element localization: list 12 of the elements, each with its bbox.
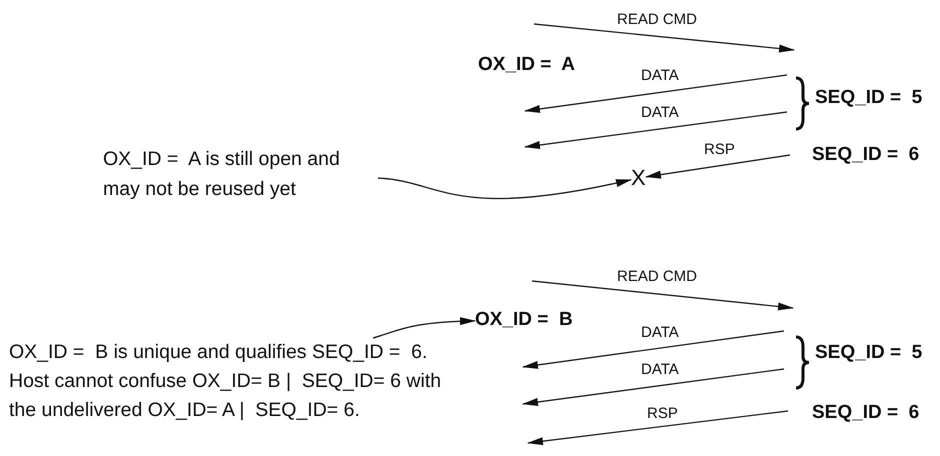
- arrow: [645, 154, 790, 179]
- cross-mark: X: [631, 165, 646, 191]
- sequence-id-label: SEQ_ID = 5: [815, 341, 922, 364]
- exchange-id-label: OX_ID = A: [478, 53, 575, 76]
- note-text: OX_ID = A is still open and may not be reused yet: [103, 144, 378, 204]
- sequence-id-label: SEQ_ID = 6: [812, 143, 920, 166]
- exchange-id-label: OX_ID = B: [475, 308, 573, 332]
- note-text: OX_ID = B is unique and qualifies SEQ_ID = 6. Host cannot confuse OX_ID= B | SEQ_ID= 6 with the undelivered OX_ID= A | SEQ_ID= 6.: [9, 338, 445, 425]
- sequence-id-label: SEQ_ID = 6: [812, 401, 920, 424]
- arrow: [378, 178, 632, 200]
- arrow: [372, 317, 476, 339]
- sequence-id-label: SEQ_ID = 5: [815, 86, 922, 109]
